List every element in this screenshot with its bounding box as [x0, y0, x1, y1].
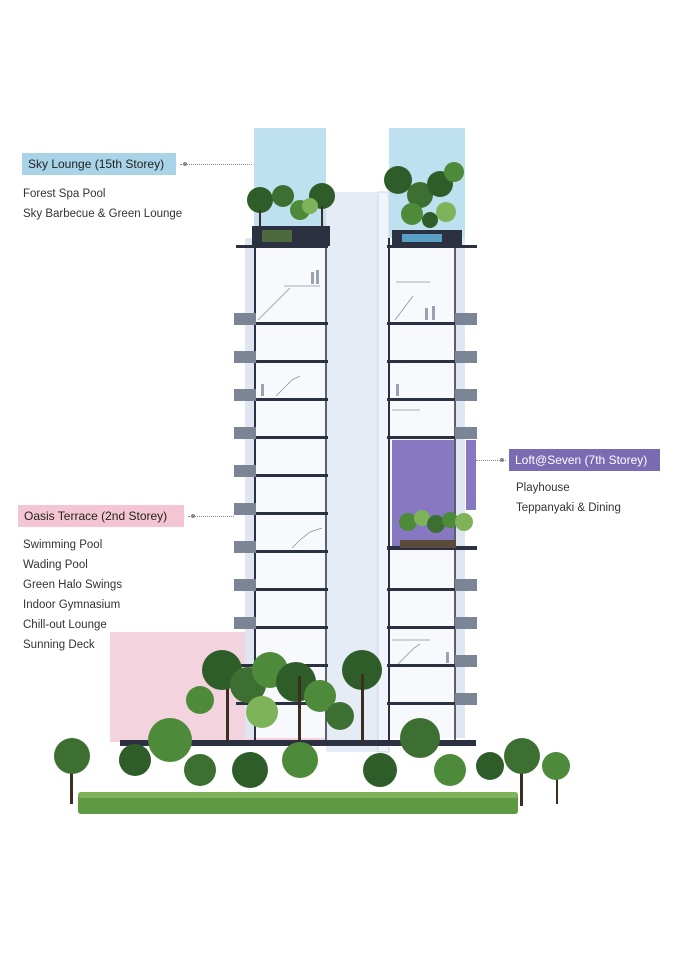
oasis-terrace-leader-dot — [191, 514, 195, 518]
loft-seven-leader-line — [476, 460, 506, 461]
amenity-item: Sunning Deck — [23, 639, 95, 651]
amenity-item: Sky Barbecue & Green Lounge — [23, 208, 183, 220]
amenity-item: Teppanyaki & Dining — [516, 502, 621, 514]
sky-lounge-amenities: Forest Spa Pool Sky Barbecue & Green Lou… — [23, 184, 182, 224]
left-balconies — [234, 313, 256, 629]
oasis-terrace-amenities: Swimming Pool Wading Pool Green Halo Swi… — [23, 535, 122, 655]
sky-lounge-zone-left — [254, 128, 326, 238]
oasis-terrace-label: Oasis Terrace (2nd Storey) — [18, 505, 184, 527]
oasis-terrace-leader-line — [188, 516, 234, 517]
amenity-item: Indoor Gymnasium — [23, 599, 121, 611]
sky-lounge-leader-line — [180, 164, 252, 165]
loft-seven-zone — [392, 440, 454, 546]
amenity-item: Playhouse — [516, 482, 570, 494]
sky-lounge-garden-right — [384, 162, 464, 246]
amenity-item: Green Halo Swings — [23, 579, 123, 591]
ground-trees — [54, 718, 570, 806]
left-tower — [245, 238, 327, 740]
sky-lounge-garden-left — [247, 183, 335, 246]
interior-stairs — [257, 281, 430, 665]
loft-seven-garden — [399, 510, 473, 548]
loft-seven-amenities: Playhouse Teppanyaki & Dining — [516, 478, 621, 518]
loft-seven-label: Loft@Seven (7th Storey) — [509, 449, 660, 471]
amenity-item: Wading Pool — [23, 559, 88, 571]
amenity-item: Chill-out Lounge — [23, 619, 107, 631]
loft-seven-leader-dot — [500, 458, 504, 462]
people-figures — [261, 270, 449, 663]
right-balconies — [455, 313, 477, 705]
sky-lounge-leader-dot — [183, 162, 187, 166]
podium-trees — [186, 650, 382, 742]
amenity-item: Swimming Pool — [23, 539, 103, 551]
sky-lounge-label: Sky Lounge (15th Storey) — [22, 153, 176, 175]
amenity-item: Forest Spa Pool — [23, 188, 106, 200]
